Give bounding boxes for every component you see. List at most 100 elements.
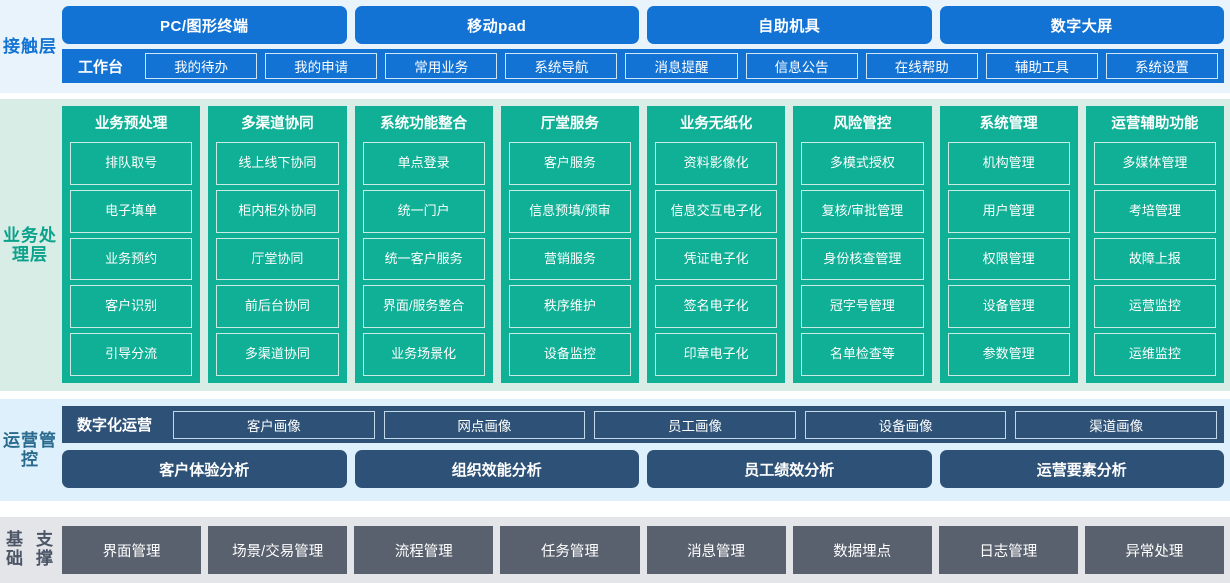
business-item-document-imaging[interactable]: 资料影像化 — [655, 142, 778, 185]
base-layer-label-line2: 支撑 — [36, 530, 54, 568]
business-item-business-appointment[interactable]: 业务预约 — [70, 237, 193, 281]
business-item-customer-identification[interactable]: 客户识别 — [70, 285, 193, 329]
base-item-scenario-transaction-mgmt[interactable]: 场景/交易管理 — [208, 526, 348, 574]
business-item-queue-number[interactable]: 排队取号 — [70, 142, 193, 185]
business-item-user-mgmt[interactable]: 用户管理 — [947, 189, 1070, 233]
business-item-counter-inside-outside-collab[interactable]: 柜内柜外协同 — [216, 189, 339, 233]
business-column-title: 运营辅助功能 — [1111, 115, 1199, 132]
contact-layer: 接触层 PC/图形终端 移动pad 自助机具 数字大屏 工作台 我的待办 我的申… — [0, 0, 1230, 93]
business-item-list-check[interactable]: 名单检查等 — [801, 333, 924, 376]
business-processing-layer: 业务处理层 业务预处理 排队取号 电子填单 业务预约 客户识别 引导分流 多渠道… — [0, 99, 1230, 391]
business-item-device-monitoring[interactable]: 设备监控 — [508, 333, 631, 376]
business-column-system-management: 系统管理 机构管理 用户管理 权限管理 设备管理 参数管理 — [939, 106, 1078, 383]
base-layer-label-line1: 基础 — [6, 530, 24, 568]
channel-digital-screen[interactable]: 数字大屏 — [939, 6, 1224, 44]
business-item-lobby-collab[interactable]: 厅堂协同 — [216, 237, 339, 281]
business-item-front-back-office-collab[interactable]: 前后台协同 — [216, 285, 339, 329]
business-item-review-approval-mgmt[interactable]: 复核/审批管理 — [801, 189, 924, 233]
channel-mobile-pad[interactable]: 移动pad — [354, 6, 639, 44]
business-item-customer-service[interactable]: 客户服务 — [508, 142, 631, 185]
business-item-signature-electronic[interactable]: 签名电子化 — [655, 285, 778, 329]
workbench-item-system-settings[interactable]: 系统设置 — [1105, 53, 1218, 79]
analysis-organizational-efficiency[interactable]: 组织效能分析 — [354, 450, 639, 488]
contact-layer-label: 接触层 — [3, 36, 57, 56]
business-item-multimedia-mgmt[interactable]: 多媒体管理 — [1093, 142, 1216, 185]
workbench-item-common-business[interactable]: 常用业务 — [385, 53, 498, 79]
business-column-title: 业务预处理 — [94, 115, 168, 132]
operations-management-layer: 运营管控 数字化运营 客户画像 网点画像 员工画像 设备画像 渠道画像 客户体验… — [0, 399, 1230, 501]
digital-operations-title: 数字化运营 — [77, 417, 153, 434]
business-item-multimode-authorization[interactable]: 多模式授权 — [801, 142, 924, 185]
workbench-item-online-help[interactable]: 在线帮助 — [865, 53, 978, 79]
base-layer-label: 基础 支撑 — [0, 517, 60, 583]
business-item-seal-electronic[interactable]: 印章电子化 — [655, 333, 778, 376]
workbench-bar: 工作台 我的待办 我的申请 常用业务 系统导航 消息提醒 信息公告 在线帮助 辅… — [62, 49, 1224, 83]
business-item-online-offline-collab[interactable]: 线上线下协同 — [216, 142, 339, 185]
business-item-crown-number-mgmt[interactable]: 冠字号管理 — [801, 285, 924, 329]
workbench-title: 工作台 — [78, 58, 124, 76]
portrait-item-channel[interactable]: 渠道画像 — [1015, 410, 1217, 439]
workbench-item-auxiliary-tools[interactable]: 辅助工具 — [985, 53, 1098, 79]
workbench-item-my-application[interactable]: 我的申请 — [265, 53, 378, 79]
analysis-customer-experience[interactable]: 客户体验分析 — [62, 450, 347, 488]
contact-layer-body: PC/图形终端 移动pad 自助机具 数字大屏 工作台 我的待办 我的申请 常用… — [60, 0, 1230, 93]
business-item-single-sign-on[interactable]: 单点登录 — [362, 142, 485, 185]
business-item-organization-mgmt[interactable]: 机构管理 — [947, 142, 1070, 185]
base-item-message-mgmt[interactable]: 消息管理 — [646, 526, 786, 574]
portrait-item-customer[interactable]: 客户画像 — [173, 410, 375, 439]
workbench-item-message-reminder[interactable]: 消息提醒 — [625, 53, 738, 79]
base-item-data-tracking[interactable]: 数据埋点 — [792, 526, 932, 574]
business-column-risk-control: 风险管控 多模式授权 复核/审批管理 身份核查管理 冠字号管理 名单检查等 — [793, 106, 932, 383]
portrait-item-device[interactable]: 设备画像 — [804, 410, 1007, 439]
analysis-row: 客户体验分析 组织效能分析 员工绩效分析 运营要素分析 — [62, 450, 1224, 488]
workbench-item-system-navigation[interactable]: 系统导航 — [505, 53, 618, 79]
business-item-training-exam-mgmt[interactable]: 考培管理 — [1093, 189, 1216, 233]
business-column-title: 系统管理 — [979, 115, 1038, 132]
business-item-maintenance-monitoring[interactable]: 运维监控 — [1093, 333, 1216, 376]
business-item-operation-monitoring[interactable]: 运营监控 — [1093, 285, 1216, 329]
business-item-fault-reporting[interactable]: 故障上报 — [1093, 237, 1216, 281]
business-column-paperless: 业务无纸化 资料影像化 信息交互电子化 凭证电子化 签名电子化 印章电子化 — [647, 106, 786, 383]
workbench-item-information-bulletin[interactable]: 信息公告 — [745, 53, 858, 79]
business-column-system-integration: 系统功能整合 单点登录 统一门户 统一客户服务 界面/服务整合 业务场景化 — [354, 106, 493, 383]
business-item-order-maintenance[interactable]: 秩序维护 — [508, 285, 631, 329]
business-item-guidance-diversion[interactable]: 引导分流 — [70, 333, 193, 376]
business-item-interface-service-integration[interactable]: 界面/服务整合 — [362, 285, 485, 329]
business-item-unified-portal[interactable]: 统一门户 — [362, 189, 485, 233]
business-item-marketing-service[interactable]: 营销服务 — [508, 237, 631, 281]
business-item-parameter-mgmt[interactable]: 参数管理 — [947, 333, 1070, 376]
business-item-unified-customer-service[interactable]: 统一客户服务 — [362, 237, 485, 281]
base-item-task-mgmt[interactable]: 任务管理 — [500, 526, 640, 574]
business-item-permission-mgmt[interactable]: 权限管理 — [947, 237, 1070, 281]
business-item-device-mgmt[interactable]: 设备管理 — [947, 285, 1070, 329]
operations-layer-label: 运营管控 — [3, 430, 57, 469]
business-column-title: 业务无纸化 — [679, 115, 753, 132]
digital-operations-bar: 数字化运营 客户画像 网点画像 员工画像 设备画像 渠道画像 — [62, 406, 1224, 443]
channel-self-service-machine[interactable]: 自助机具 — [647, 6, 932, 44]
portrait-item-branch[interactable]: 网点画像 — [383, 410, 586, 439]
analysis-employee-performance[interactable]: 员工绩效分析 — [647, 450, 932, 488]
business-item-multichannel-collab[interactable]: 多渠道协同 — [216, 333, 339, 376]
business-item-info-prefill-prereview[interactable]: 信息预填/预审 — [508, 189, 631, 233]
operations-layer-body: 数字化运营 客户画像 网点画像 员工画像 设备画像 渠道画像 客户体验分析 组织… — [60, 399, 1230, 501]
base-support-layer: 基础 支撑 界面管理 场景/交易管理 流程管理 任务管理 消息管理 数据埋点 日… — [0, 517, 1230, 583]
portrait-item-employee[interactable]: 员工画像 — [594, 410, 796, 439]
business-column-title: 多渠道协同 — [241, 115, 314, 132]
business-item-info-exchange-electronic[interactable]: 信息交互电子化 — [655, 189, 778, 233]
base-item-interface-mgmt[interactable]: 界面管理 — [62, 526, 202, 574]
workbench-item-my-todo[interactable]: 我的待办 — [145, 53, 258, 79]
channel-row: PC/图形终端 移动pad 自助机具 数字大屏 — [62, 6, 1224, 44]
base-item-log-mgmt[interactable]: 日志管理 — [938, 526, 1078, 574]
business-column-multichannel: 多渠道协同 线上线下协同 柜内柜外协同 厅堂协同 前后台协同 多渠道协同 — [208, 106, 347, 383]
analysis-operation-factors[interactable]: 运营要素分析 — [939, 450, 1224, 488]
base-item-exception-handling[interactable]: 异常处理 — [1084, 526, 1224, 574]
business-item-business-scenario[interactable]: 业务场景化 — [362, 333, 485, 376]
base-layer-body: 界面管理 场景/交易管理 流程管理 任务管理 消息管理 数据埋点 日志管理 异常… — [60, 517, 1230, 583]
business-item-identity-verification-mgmt[interactable]: 身份核查管理 — [801, 237, 924, 281]
base-item-process-mgmt[interactable]: 流程管理 — [354, 526, 494, 574]
business-item-electronic-form[interactable]: 电子填单 — [70, 189, 193, 233]
business-column-title: 系统功能整合 — [380, 115, 468, 132]
business-item-voucher-electronic[interactable]: 凭证电子化 — [655, 237, 778, 281]
channel-pc-terminal[interactable]: PC/图形终端 — [62, 6, 347, 44]
